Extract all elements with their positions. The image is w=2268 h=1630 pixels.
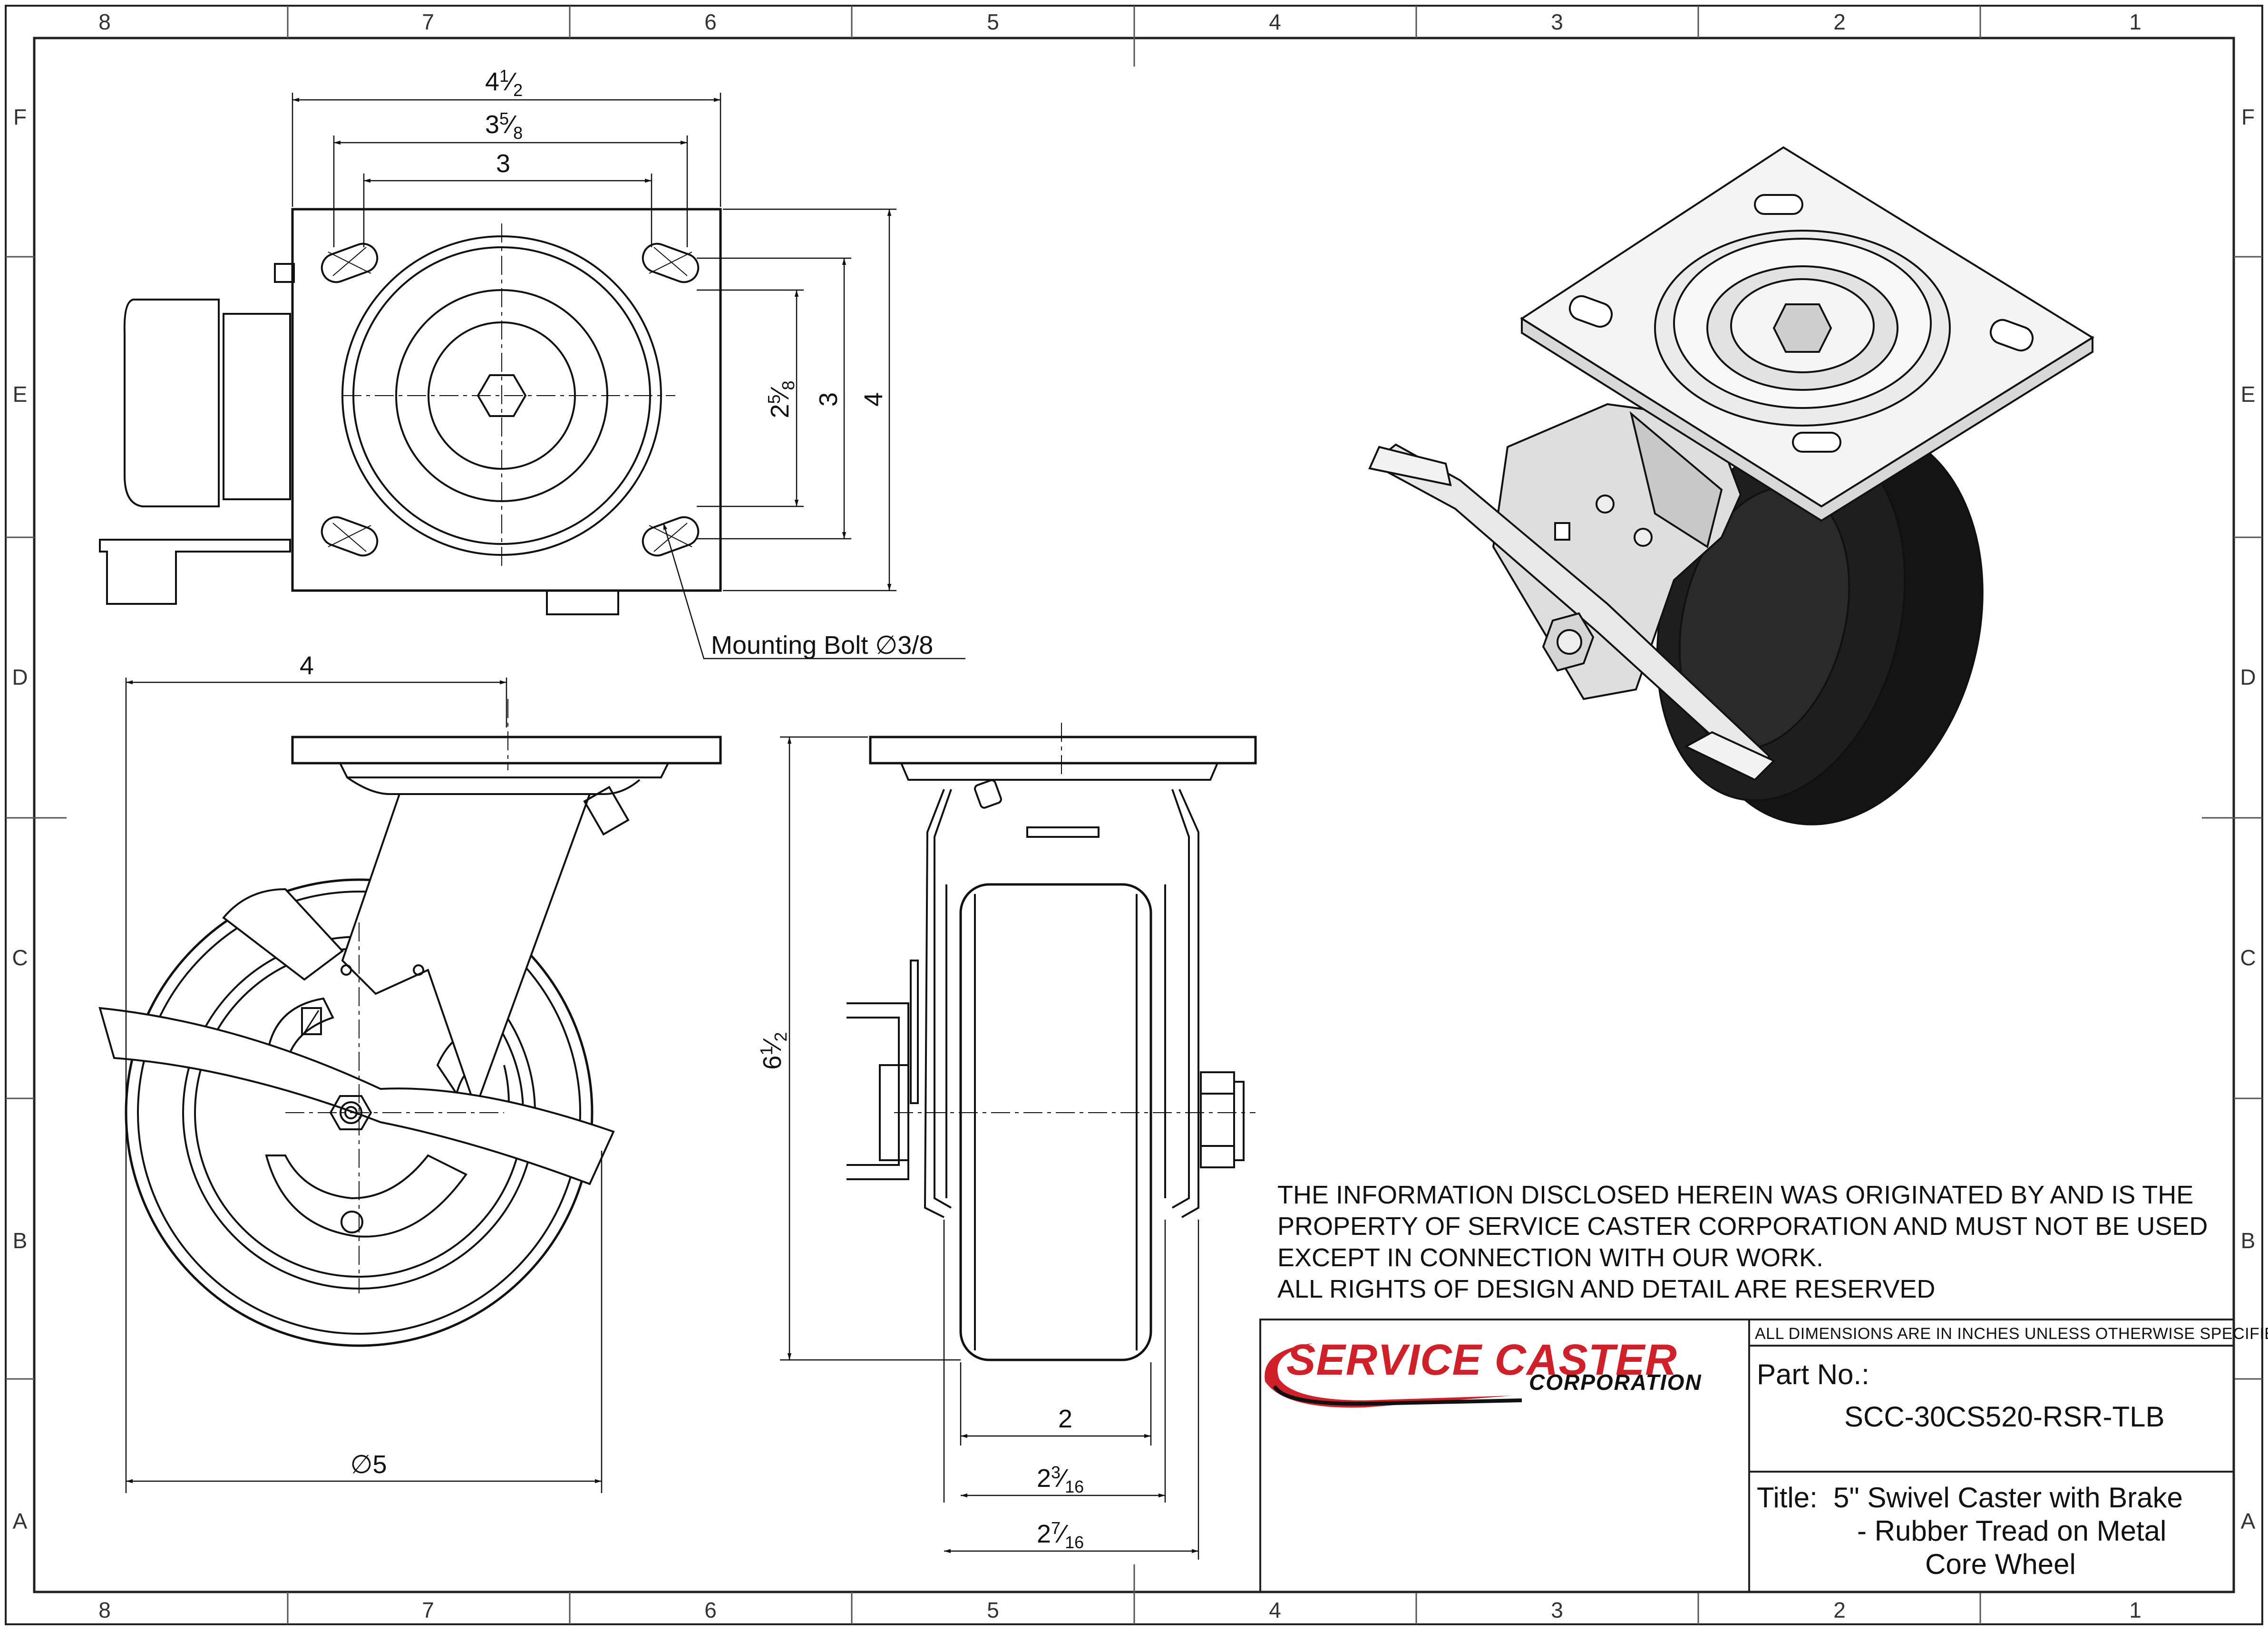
title-block (1259, 1319, 2235, 1593)
top-view-dim-text: 41⁄2 35⁄8 3 25⁄8 3 4 Mounting Bolt ∅3/8 (485, 66, 933, 660)
col-label: 8 (98, 1598, 111, 1622)
col-label: 6 (704, 10, 717, 34)
isometric-view (1368, 146, 2094, 825)
front-view-dim-text: 61⁄2 2 23⁄16 27⁄16 (757, 1032, 1084, 1552)
row-label: A (13, 1509, 28, 1533)
title-line: - Rubber Tread on Metal (1857, 1515, 2167, 1547)
bolt-slot (321, 243, 379, 283)
dim-plate-length: 4 (859, 392, 888, 407)
side-view-dim-text: 4 ∅5 (300, 651, 387, 1479)
col-label: 6 (704, 1598, 717, 1622)
side-view (98, 699, 722, 1347)
col-label: 7 (422, 1598, 434, 1622)
front-view (847, 723, 1257, 1361)
col-label: 1 (2129, 1598, 2141, 1622)
col-label: 7 (422, 10, 434, 34)
leader-mounting-bolt (662, 523, 965, 660)
grid-ticks (6, 6, 2262, 1624)
col-label: 2 (1833, 10, 1846, 34)
notice-line: EXCEPT IN CONNECTION WITH OUR WORK. (1277, 1243, 1824, 1272)
title-label: Title: (1757, 1482, 1818, 1514)
row-label: B (13, 1228, 28, 1253)
bolt-slot (642, 243, 700, 283)
row-label: E (13, 382, 28, 407)
proprietary-notice: THE INFORMATION DISCLOSED HEREIN WAS ORI… (1277, 1179, 2208, 1305)
bolt-slot (642, 516, 700, 557)
front-plate (869, 736, 1257, 765)
side-plate (291, 736, 722, 765)
row-label: D (2240, 665, 2256, 689)
side-view-dimensions (125, 678, 603, 1493)
title-line: 5" Swivel Caster with Brake (1833, 1482, 2183, 1514)
title-line: Core Wheel (1925, 1548, 2076, 1580)
dim-overall-height: 61⁄2 (757, 1032, 790, 1069)
front-tire (959, 883, 1152, 1361)
row-label: C (12, 945, 28, 970)
top-view (99, 208, 722, 615)
row-label: E (2241, 382, 2256, 407)
col-label: 4 (1269, 10, 1281, 34)
col-label: 1 (2129, 10, 2141, 34)
row-label: F (13, 105, 27, 129)
front-view-dimensions (780, 736, 1199, 1560)
company-logo-sub: CORPORATION (1529, 1370, 1702, 1395)
grid-labels: 8 7 6 5 4 3 2 1 8 7 6 5 4 3 2 1 F E D C … (12, 10, 2256, 1622)
logo-swoosh (1265, 1343, 1522, 1408)
dim-wheel-diameter: ∅5 (350, 1450, 387, 1479)
notice-line: PROPERTY OF SERVICE CASTER CORPORATION A… (1277, 1212, 2208, 1241)
bolt-slot (321, 516, 379, 557)
dim-bolt-vertical-inner: 25⁄8 (764, 380, 798, 418)
mounting-bolt-callout: Mounting Bolt ∅3/8 (711, 631, 933, 660)
col-label: 5 (987, 10, 999, 34)
row-label: B (2241, 1228, 2256, 1253)
col-label: 4 (1269, 1598, 1281, 1622)
part-no-label: Part No.: (1757, 1358, 1869, 1390)
part-number: SCC-30CS520-RSR-TLB (1844, 1401, 2165, 1433)
col-label: 3 (1551, 10, 1563, 34)
notice-line: THE INFORMATION DISCLOSED HEREIN WAS ORI… (1277, 1181, 2194, 1209)
col-label: 8 (98, 10, 111, 34)
col-label: 5 (987, 1598, 999, 1622)
row-label: D (12, 665, 28, 689)
col-label: 2 (1833, 1598, 1846, 1622)
dim-slot-outer: 35⁄8 (485, 109, 523, 143)
dim-slot-inner: 3 (496, 149, 510, 178)
notice-line: ALL RIGHTS OF DESIGN AND DETAIL ARE RESE… (1277, 1275, 1936, 1303)
top-plate (291, 208, 722, 592)
dim-bolt-vertical-outer: 3 (814, 392, 843, 407)
dim-tread-width: 2 (1058, 1405, 1072, 1433)
dim-plate-width: 41⁄2 (485, 66, 523, 100)
row-label: A (2241, 1509, 2256, 1533)
dim-overall-width: 27⁄16 (1037, 1518, 1084, 1552)
top-view-dimensions (292, 93, 965, 660)
swivel-fork (341, 793, 591, 1111)
company-logo: SERVICE CASTER (1286, 1336, 1677, 1384)
row-label: C (2240, 945, 2256, 970)
col-label: 3 (1551, 1598, 1563, 1622)
units-note: ALL DIMENSIONS ARE IN INCHES UNLESS OTHE… (1755, 1325, 2268, 1343)
dim-hub-length: 23⁄16 (1037, 1463, 1084, 1496)
row-label: F (2241, 105, 2255, 129)
dim-offset: 4 (300, 651, 314, 680)
